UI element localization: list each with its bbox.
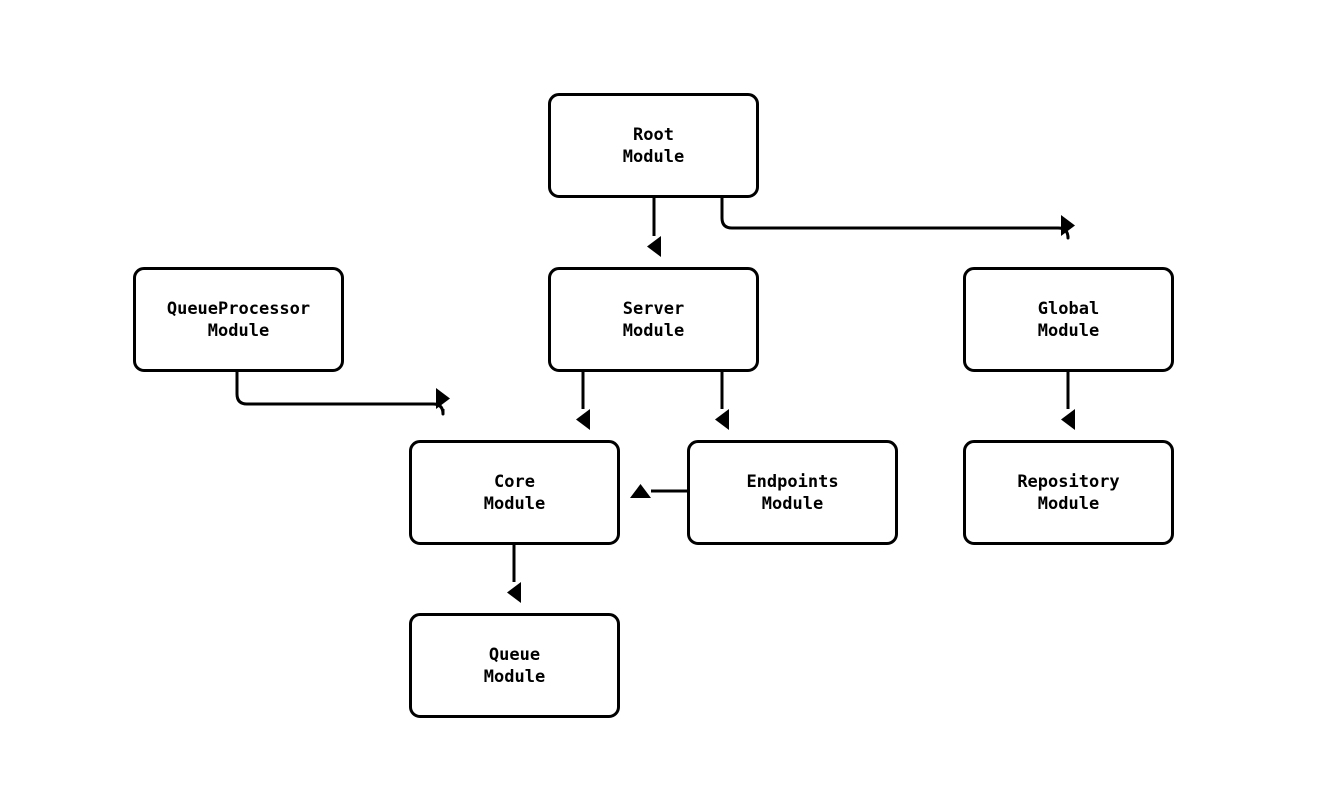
node-global-subtitle: Module bbox=[1037, 320, 1100, 341]
edge-group bbox=[235, 198, 1075, 603]
node-queue-subtitle: Module bbox=[483, 666, 546, 687]
node-queue-title: Queue bbox=[488, 644, 541, 665]
node-endpoints-subtitle: Module bbox=[761, 493, 824, 514]
node-server[interactable]: Server Module bbox=[548, 267, 759, 372]
node-server-title: Server bbox=[622, 298, 685, 319]
node-core-title: Core bbox=[494, 471, 535, 492]
node-core[interactable]: Core Module bbox=[409, 440, 620, 545]
node-queueprocessor-title: QueueProcessor bbox=[166, 298, 311, 319]
node-endpoints-title: Endpoints bbox=[746, 471, 839, 492]
node-root-subtitle: Module bbox=[622, 146, 685, 167]
node-root-title: Root bbox=[633, 124, 674, 145]
edge-queueprocessor-to-core bbox=[235, 372, 450, 416]
node-queueprocessor-subtitle: Module bbox=[207, 320, 270, 341]
node-global[interactable]: Global Module bbox=[963, 267, 1174, 372]
node-repository-title: Repository bbox=[1017, 471, 1120, 492]
node-root[interactable]: Root Module bbox=[548, 93, 759, 198]
node-queue[interactable]: Queue Module bbox=[409, 613, 620, 718]
node-server-subtitle: Module bbox=[622, 320, 685, 341]
node-repository-subtitle: Module bbox=[1037, 493, 1100, 514]
node-queueprocessor[interactable]: QueueProcessor Module bbox=[133, 267, 344, 372]
node-core-subtitle: Module bbox=[483, 493, 546, 514]
node-repository[interactable]: Repository Module bbox=[963, 440, 1174, 545]
node-global-title: Global bbox=[1037, 298, 1100, 319]
node-endpoints[interactable]: Endpoints Module bbox=[687, 440, 898, 545]
edge-root-to-global bbox=[720, 198, 1075, 240]
